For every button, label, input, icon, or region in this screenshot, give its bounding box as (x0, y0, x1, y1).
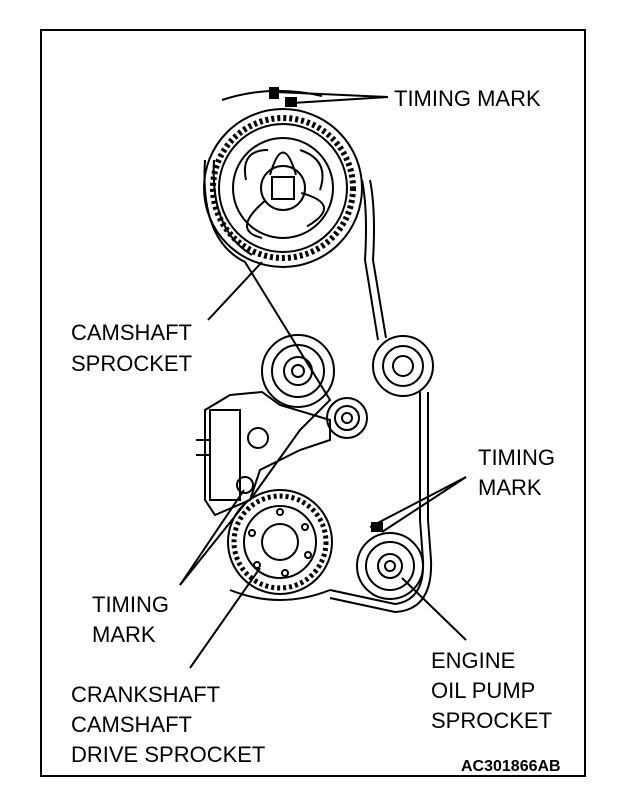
timing-mark-left-label-line1: TIMING (92, 592, 169, 617)
timing-mark-top-label: TIMING MARK (394, 86, 541, 111)
leader-lines (179, 91, 467, 669)
idler-pulley-right (372, 335, 434, 397)
crankshaft-sprocket-label-line1: CRANKSHAFT (71, 682, 221, 707)
crankshaft-sprocket-label-line3: DRIVE SPROCKET (71, 742, 266, 767)
auto-tensioner (196, 390, 331, 517)
idler-pulley-small (326, 397, 368, 439)
camshaft-sprocket-label-line2: SPROCKET (71, 351, 193, 376)
timing-mark-right-label-line2: MARK (478, 475, 542, 500)
top-timing-mark (221, 87, 323, 107)
timing-mark-right-label-line1: TIMING (478, 445, 555, 470)
timing-belt (203, 159, 433, 614)
crankshaft-sprocket (227, 489, 333, 595)
camshaft-sprocket-label-line1: CAMSHAFT (71, 320, 192, 345)
figure-code: AC301866AB (461, 758, 561, 775)
oil-pump-sprocket-label-line2: OIL PUMP (431, 678, 536, 703)
oil-pump-sprocket-label-line3: SPROCKET (431, 708, 553, 733)
oil-pump-sprocket-label-line1: ENGINE (431, 648, 516, 673)
crankshaft-sprocket-label-line2: CAMSHAFT (71, 712, 192, 737)
camshaft-sprocket (203, 108, 363, 268)
timing-mark-left-label-line2: MARK (92, 622, 156, 647)
tensioner-pulley (261, 334, 335, 408)
